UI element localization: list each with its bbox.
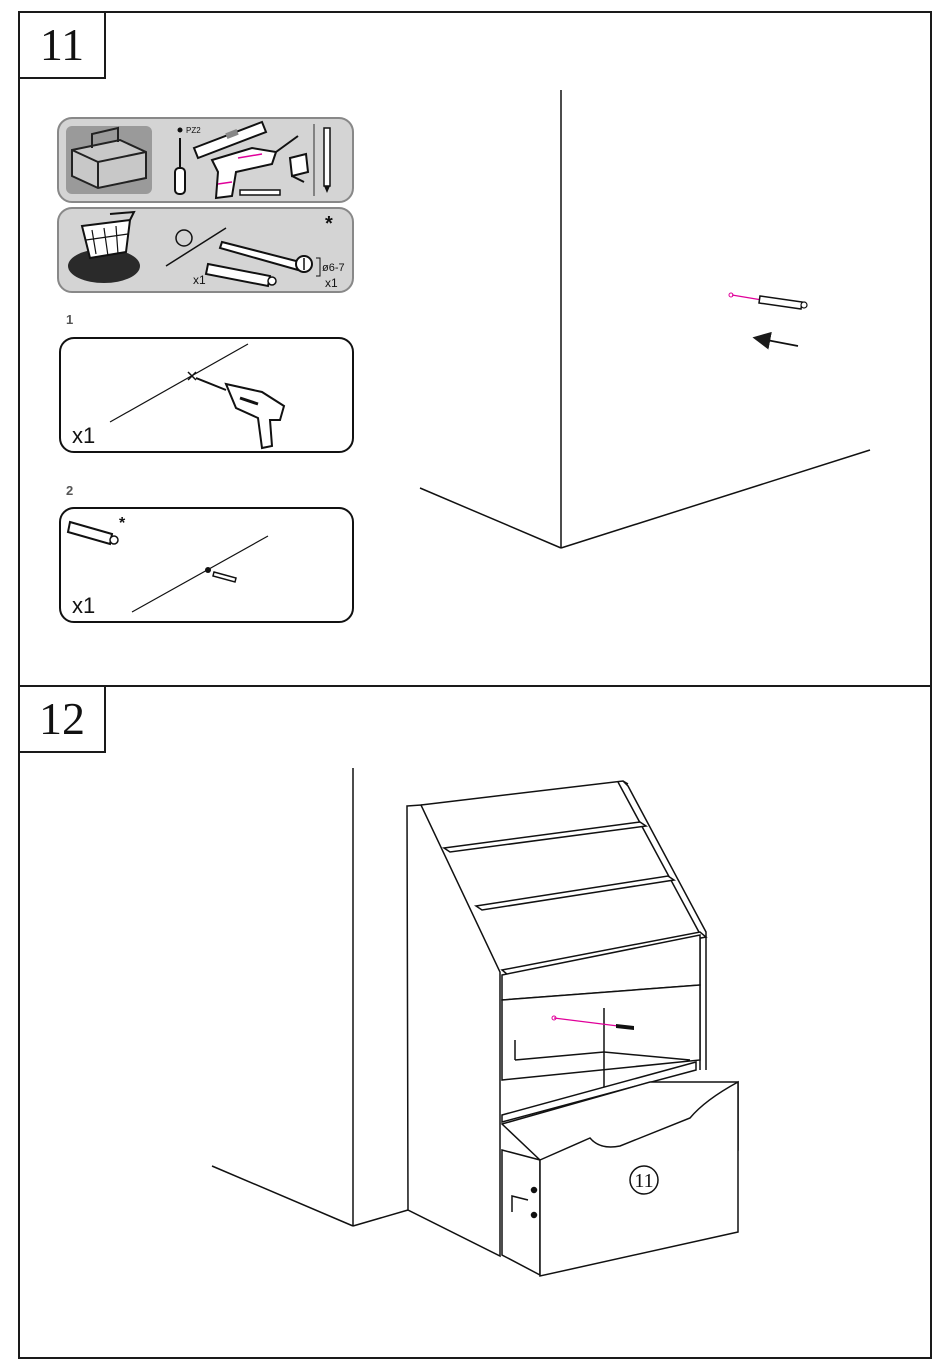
substep-2-card: * x1 — [60, 508, 353, 622]
drawer-part-label: 11 — [634, 1170, 653, 1192]
substep-2-qty: x1 — [72, 593, 95, 618]
substep-2-number: 2 — [66, 483, 73, 498]
hardware-card: * x1 ø6-7 x1 — [58, 208, 353, 292]
bookshelf-drawing — [407, 781, 738, 1276]
substep-1-card: x1 — [60, 338, 353, 452]
wall-corner-drawing — [420, 90, 870, 548]
screw-qty: x1 — [193, 273, 206, 287]
substep-1-number: 1 — [66, 312, 73, 327]
screwdriver-label: PZ2 — [186, 126, 201, 135]
pencil-icon — [324, 128, 330, 193]
substep-1-qty: x1 — [72, 423, 95, 448]
substep-2-star: * — [119, 515, 126, 532]
arrow-icon — [756, 338, 798, 346]
star-mark: * — [325, 213, 333, 235]
tools-card: PZ2 — [58, 118, 353, 202]
diameter-label: ø6-7 — [322, 262, 345, 274]
wall-plug-icon — [729, 293, 807, 309]
wall-corner-drawing-12 — [212, 768, 408, 1226]
toolbox-icon — [66, 126, 152, 194]
plug-qty: x1 — [325, 276, 338, 290]
